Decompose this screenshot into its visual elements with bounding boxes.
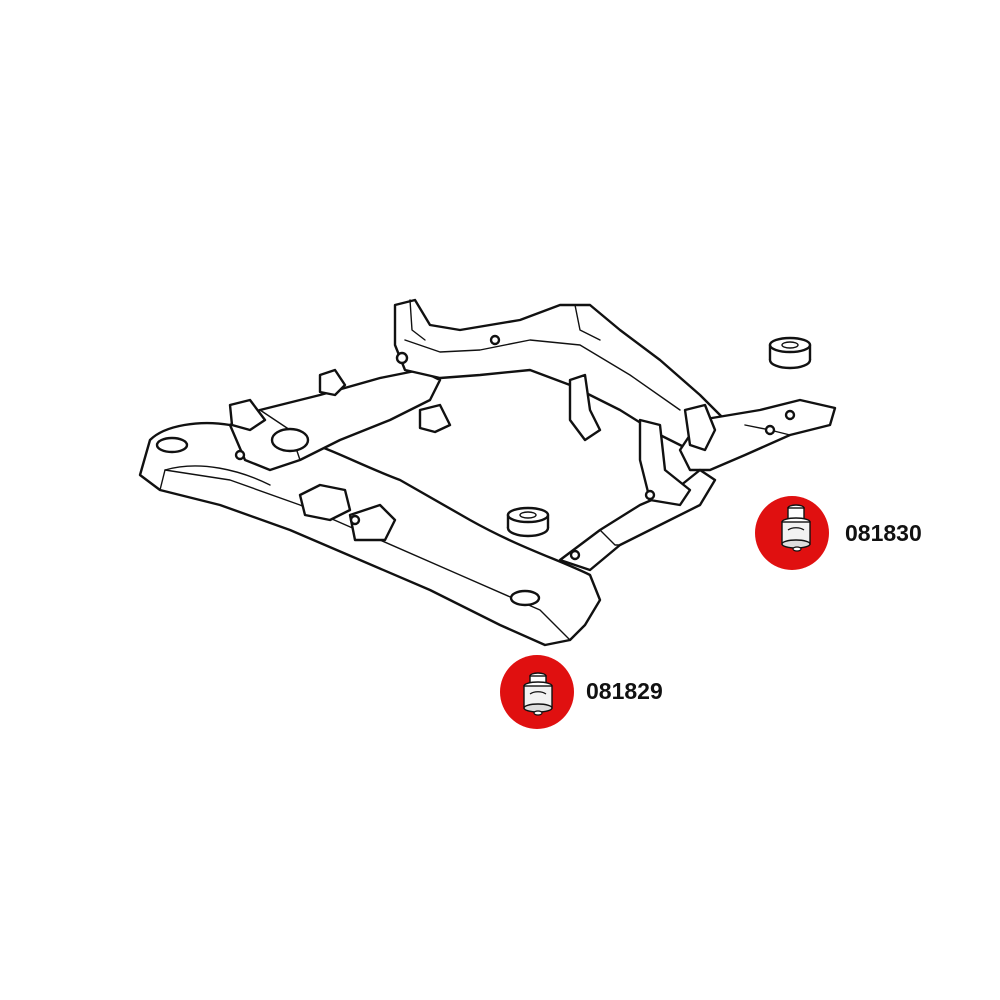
rear-right-bracket (638, 418, 692, 507)
part-badge-081830[interactable]: 081830 (755, 496, 922, 570)
part-badge-081829[interactable]: 081829 (500, 655, 663, 729)
center-link (558, 468, 717, 572)
front-mount-hole-left (155, 436, 189, 454)
bushing-icon (781, 504, 811, 552)
bushing-upper-right (768, 336, 812, 370)
bushing-center (506, 506, 550, 538)
subframe-drawing (138, 298, 837, 647)
front-mount-hole-right (509, 589, 541, 607)
front-bracket-right (348, 503, 397, 542)
bushing-icon (523, 672, 553, 716)
part-number-081829: 081829 (586, 678, 663, 704)
front-bracket-left (298, 483, 352, 522)
part-number-081830: 081830 (845, 520, 922, 546)
